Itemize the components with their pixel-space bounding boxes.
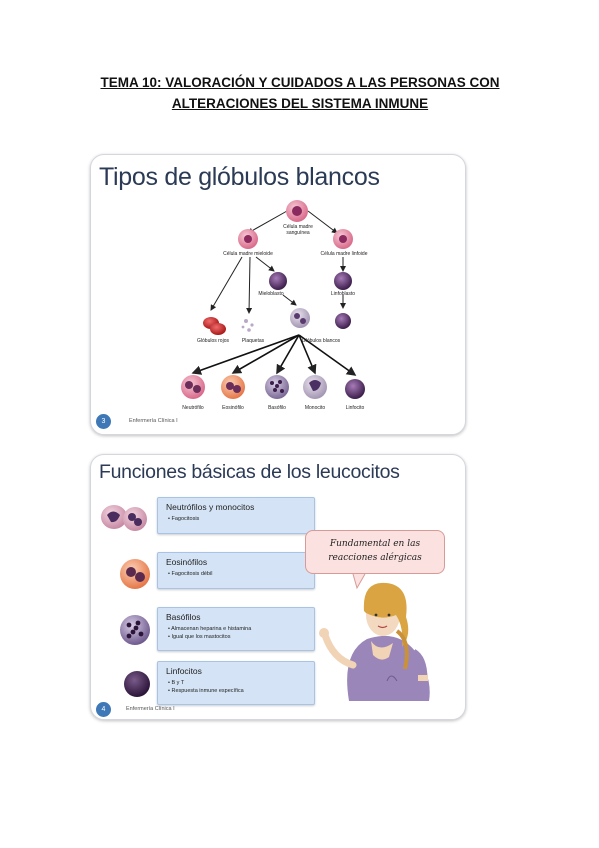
hematopoiesis-diagram [181, 200, 365, 399]
label-myeloid: Célula madre mieloide [223, 251, 273, 257]
row-lymphocytes: Linfocitos B y T Respuesta inmune especí… [157, 661, 315, 705]
eosinophil-icon [120, 559, 150, 589]
label-white-cells: Glóbulos blancos [301, 338, 341, 344]
callout-line1: Fundamental en las [329, 539, 421, 549]
row-item: Fagocitosis [168, 515, 199, 523]
label-myeloblast: Mieloblasto [258, 291, 284, 297]
row-title: Basófilos [166, 612, 201, 622]
platelets [241, 319, 254, 332]
lymphoblast-cell [334, 272, 352, 290]
slide-footer: Enfermería Clínica I [126, 706, 175, 712]
callout-line2: reacciones alérgicas [328, 553, 422, 563]
myeloblast-cell [269, 272, 287, 290]
slide-number-badge: 3 [96, 414, 111, 429]
neutrophil-monocyte-icon [101, 505, 147, 531]
row-title: Eosinófilos [166, 557, 208, 567]
nurse-illustration [319, 582, 430, 701]
row-title: Linfocitos [166, 666, 202, 676]
slide-white-cell-types: Tipos de glóbulos blancos [90, 154, 466, 435]
document-title-line1: TEMA 10: VALORACIÓN Y CUIDADOS A LAS PER… [100, 75, 500, 90]
slide-leukocyte-functions: Funciones básicas de los leucocitos [90, 454, 466, 720]
label-neutrophil: Neutrófilo [182, 405, 204, 411]
row-title: Neutrófilos y monocitos [166, 502, 255, 512]
row-item: Respuesta inmune específica [168, 687, 243, 695]
document-title: TEMA 10: VALORACIÓN Y CUIDADOS A LAS PER… [60, 72, 540, 114]
label-lymphoblast: Linfoblasto [330, 291, 356, 297]
row-item: B y T [168, 679, 244, 687]
allergy-callout: Fundamental en las reacciones alérgicas [305, 530, 445, 574]
label-basophil: Basófilo [268, 405, 286, 411]
label-stem-cell: Célula madre sanguínea [283, 224, 313, 236]
row-list: B y T Respuesta inmune específica [168, 679, 244, 695]
row-list: Fagocitosis débil [168, 570, 212, 578]
row-basophils: Basófilos Almacenan heparina e histamina… [157, 607, 315, 651]
label-platelets: Plaquetas [241, 338, 265, 344]
row-eosinophils: Eosinófilos Fagocitosis débil [157, 552, 315, 589]
neutrophil-cell [181, 375, 205, 399]
lymphocyte-cell [345, 379, 365, 399]
slide-number-badge: 4 [96, 702, 111, 717]
label-monocyte: Monocito [304, 405, 326, 411]
slide-footer: Enfermería Clínica I [129, 418, 178, 424]
label-lymphocyte: Linfocito [345, 405, 365, 411]
cell-icons [101, 505, 430, 701]
row-list: Almacenan heparina e histamina Igual que… [168, 625, 251, 641]
basophil-icon [120, 615, 150, 645]
label-eosinophil: Eosinófilo [222, 405, 244, 411]
row-list: Fagocitosis [168, 515, 199, 523]
white-cell-granular [290, 308, 310, 328]
lymphocyte-icon [124, 671, 150, 697]
row-item: Almacenan heparina e histamina [168, 625, 251, 633]
slide-title: Funciones básicas de los leucocitos [99, 461, 400, 483]
slide-title: Tipos de glóbulos blancos [99, 163, 380, 191]
row-neutrophils-monocytes: Neutrófilos y monocitos Fagocitosis [157, 497, 315, 534]
white-cell-lymphoid [335, 313, 351, 329]
document-title-line2: ALTERACIONES DEL SISTEMA INMUNE [171, 96, 429, 111]
red-blood-cells [203, 317, 226, 335]
label-red-cells: Glóbulos rojos [197, 338, 229, 344]
row-item: Fagocitosis débil [168, 570, 212, 578]
label-lymphoid: Célula madre linfoide [320, 251, 368, 257]
row-item: Igual que los mastocitos [168, 633, 251, 641]
